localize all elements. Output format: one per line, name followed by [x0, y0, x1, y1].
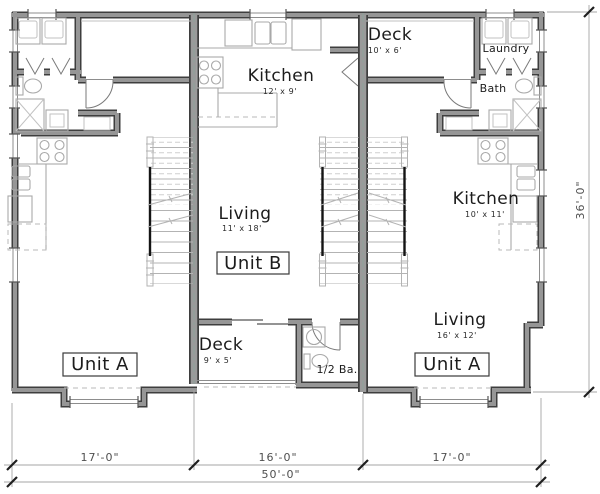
closet-shelf: [445, 116, 473, 131]
label-bath: Bath: [480, 82, 507, 95]
laundry-fixtures-right: [481, 17, 533, 45]
sink-bowl: [305, 328, 323, 346]
unit-a-right-box: [414, 352, 490, 377]
size-kitchen-a: 10' x 11': [465, 210, 505, 219]
toilet-bowl: [23, 78, 43, 94]
closet-shelf: [83, 116, 111, 131]
unit-a-right-label: Unit A: [423, 354, 481, 375]
dim-total: 50'-0": [261, 468, 300, 481]
dim-seg-left: 17'-0": [80, 451, 119, 464]
label-kitchen-b: Kitchen: [248, 66, 315, 86]
walls: [11, 11, 545, 408]
deck-railing: [197, 380, 296, 384]
label-living-b: Living: [219, 204, 272, 224]
pantry-counter: [498, 223, 538, 251]
entry-door-left-unit: [85, 79, 114, 109]
sink: [11, 165, 31, 178]
size-living-a: 16' x 12': [437, 331, 477, 340]
size-deck-top: 10' x 6': [368, 46, 402, 55]
stairs-unit-b: [318, 136, 359, 287]
dimension-lines: 17'-0" 16'-0" 17'-0" 50'-0" 36'-0": [4, 5, 597, 488]
sink: [254, 21, 271, 45]
half-bath-door: [311, 321, 341, 351]
size-kitchen-b: 12' x 9': [263, 87, 297, 96]
toilet-tank: [533, 76, 542, 96]
kitchen-fixtures-unit-b: [196, 18, 322, 128]
vanity: [488, 109, 512, 132]
dishwasher: [224, 19, 253, 47]
bath-fixtures-left: [15, 76, 111, 132]
pantry-counter: [7, 223, 47, 251]
fridge: [7, 195, 33, 223]
bath-fixtures-right: [445, 76, 542, 132]
unit-a-left-box: [62, 352, 138, 377]
label-laundry: Laundry: [483, 42, 530, 55]
label-half-bath: 1/2 Ba.: [316, 363, 357, 376]
sink-counter: [302, 326, 326, 348]
laundry-fixtures-left: [15, 17, 67, 45]
unit-a-left-label: Unit A: [71, 354, 129, 375]
toilet-bowl: [311, 353, 329, 369]
bifold-doors-right: [486, 57, 532, 76]
stairs-right-unit: [367, 136, 409, 287]
shower: [15, 98, 45, 132]
peninsula-counter: [198, 88, 278, 128]
size-deck-bottom: 9' x 5': [204, 356, 233, 365]
size-living-b: 11' x 18': [222, 224, 262, 233]
dim-seg-right: 17'-0": [432, 451, 471, 464]
dim-depth: 36'-0": [574, 180, 587, 219]
entry-door-right-unit: [443, 79, 472, 109]
sink: [516, 165, 536, 178]
toilet-tank: [15, 76, 24, 96]
shower: [512, 98, 542, 132]
toilet-tank: [303, 353, 311, 370]
unit-b-door: [341, 57, 359, 87]
door-swings: [25, 57, 532, 351]
kitchen-fixtures-left: [7, 137, 68, 251]
label-living-a: Living: [434, 310, 487, 330]
stairs-left-unit: [146, 136, 194, 287]
slider-door: [232, 319, 288, 325]
deck-edges: [64, 20, 494, 389]
dim-seg-middle: 16'-0": [258, 451, 297, 464]
label-kitchen-a: Kitchen: [453, 189, 520, 209]
range: [196, 56, 224, 89]
fridge: [291, 18, 322, 51]
kitchen-fixtures-right: [477, 137, 538, 251]
windows: [8, 9, 548, 409]
bifold-doors-left: [25, 57, 71, 76]
unit-b-label: Unit B: [224, 253, 282, 274]
vanity: [45, 109, 69, 132]
party-wall-centerlines: [193, 13, 364, 392]
unit-b-box: [216, 251, 290, 275]
toilet-bowl: [514, 78, 534, 94]
half-bath-fixtures: [302, 326, 329, 370]
label-deck-top: Deck: [368, 25, 412, 45]
fridge: [512, 195, 538, 223]
label-deck-bottom: Deck: [199, 335, 243, 355]
